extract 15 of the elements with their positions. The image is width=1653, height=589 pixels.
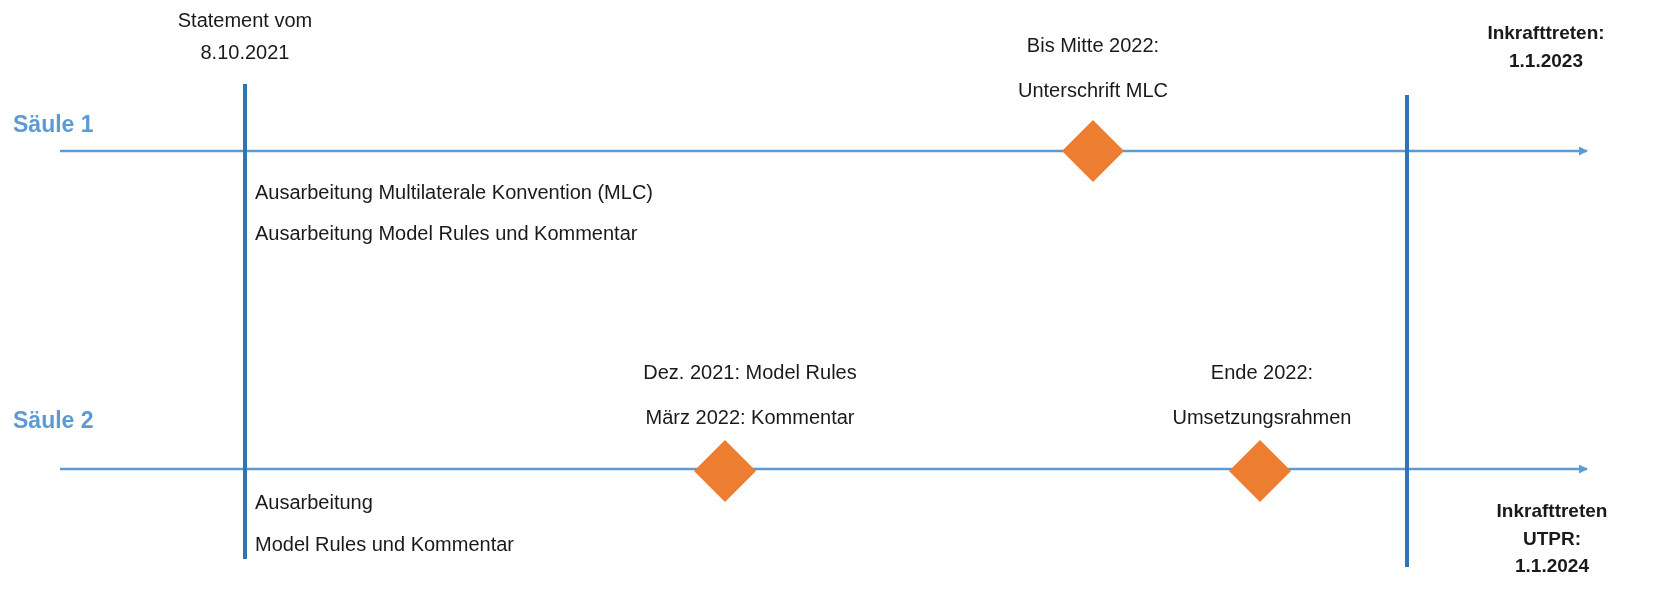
timeline-note: Statement vom 8.10.2021 [176,8,314,65]
milestone-note: Dez. 2021: Model Rules [643,360,857,384]
milestone-date: Inkrafttreten: 1.1.2023 [1486,21,1606,73]
milestone-note: Umsetzungsrahmen [1172,405,1352,429]
milestone-date: Inkrafttreten UTPR: 1.1.2024 [1495,499,1609,579]
timeline-note: Ausarbeitung Multilaterale Konvention (MLC) [255,180,653,205]
timeline-note: Ausarbeitung [255,490,373,515]
milestone-note: März 2022: Kommentar [645,405,855,429]
milestone-note: Bis Mitte 2022: [1026,33,1160,57]
milestone-note: Ende 2022: [1210,360,1314,384]
timeline-note: Model Rules und Kommentar [255,532,514,557]
timeline-note: Ausarbeitung Model Rules und Kommentar [255,221,638,246]
milestone-note: Unterschrift MLC [1018,78,1168,102]
pillar-title: Säule 2 [13,406,94,435]
pillar-title: Säule 1 [13,110,94,139]
